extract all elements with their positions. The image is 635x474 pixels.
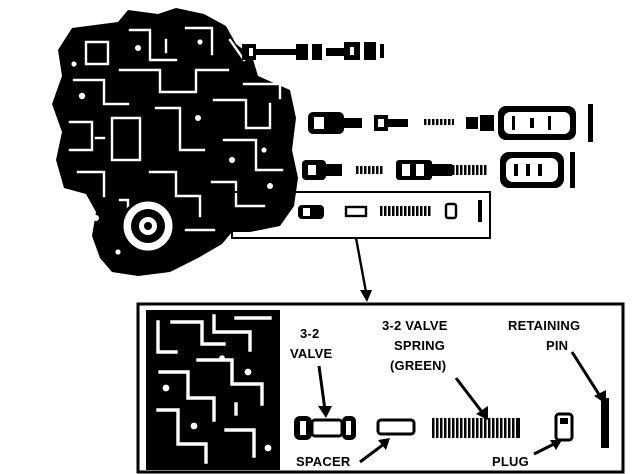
spring-32-part (432, 418, 520, 438)
detail-valve-body (146, 310, 280, 470)
selection-box (231, 191, 491, 239)
plug-leader (533, 440, 562, 456)
spring-32-label-line2: SPRING (394, 338, 445, 353)
connector-arrow (354, 237, 372, 302)
retaining-pin-part (601, 398, 609, 448)
spacer-leader (359, 438, 390, 464)
middle-valve-train (308, 104, 593, 142)
valve-32-leader (317, 365, 332, 418)
spring-32-leader (454, 377, 488, 420)
retaining-pin-leader (570, 351, 606, 404)
spring-32-label-line3: (GREEN) (390, 358, 446, 373)
detail-panel: 3-2 VALVE 3-2 VALVE SPRING (GREEN) RETAI… (136, 302, 625, 474)
plug-part (554, 412, 574, 442)
top-valve-train (242, 42, 384, 60)
spacer-label: SPACER (296, 454, 351, 469)
valve-32-label-line1: 3-2 (300, 326, 319, 341)
plug-label: PLUG (492, 454, 529, 469)
valve-32-part (294, 416, 356, 440)
valve-body-casting (52, 8, 298, 276)
spring-32-label-line1: 3-2 VALVE (382, 318, 448, 333)
retaining-pin-label-line2: PIN (546, 338, 568, 353)
lower-valve-train (302, 152, 575, 188)
valve-32-label-line2: VALVE (290, 346, 333, 361)
retaining-pin-label-line1: RETAINING (508, 318, 580, 333)
spacer-part (376, 418, 416, 436)
